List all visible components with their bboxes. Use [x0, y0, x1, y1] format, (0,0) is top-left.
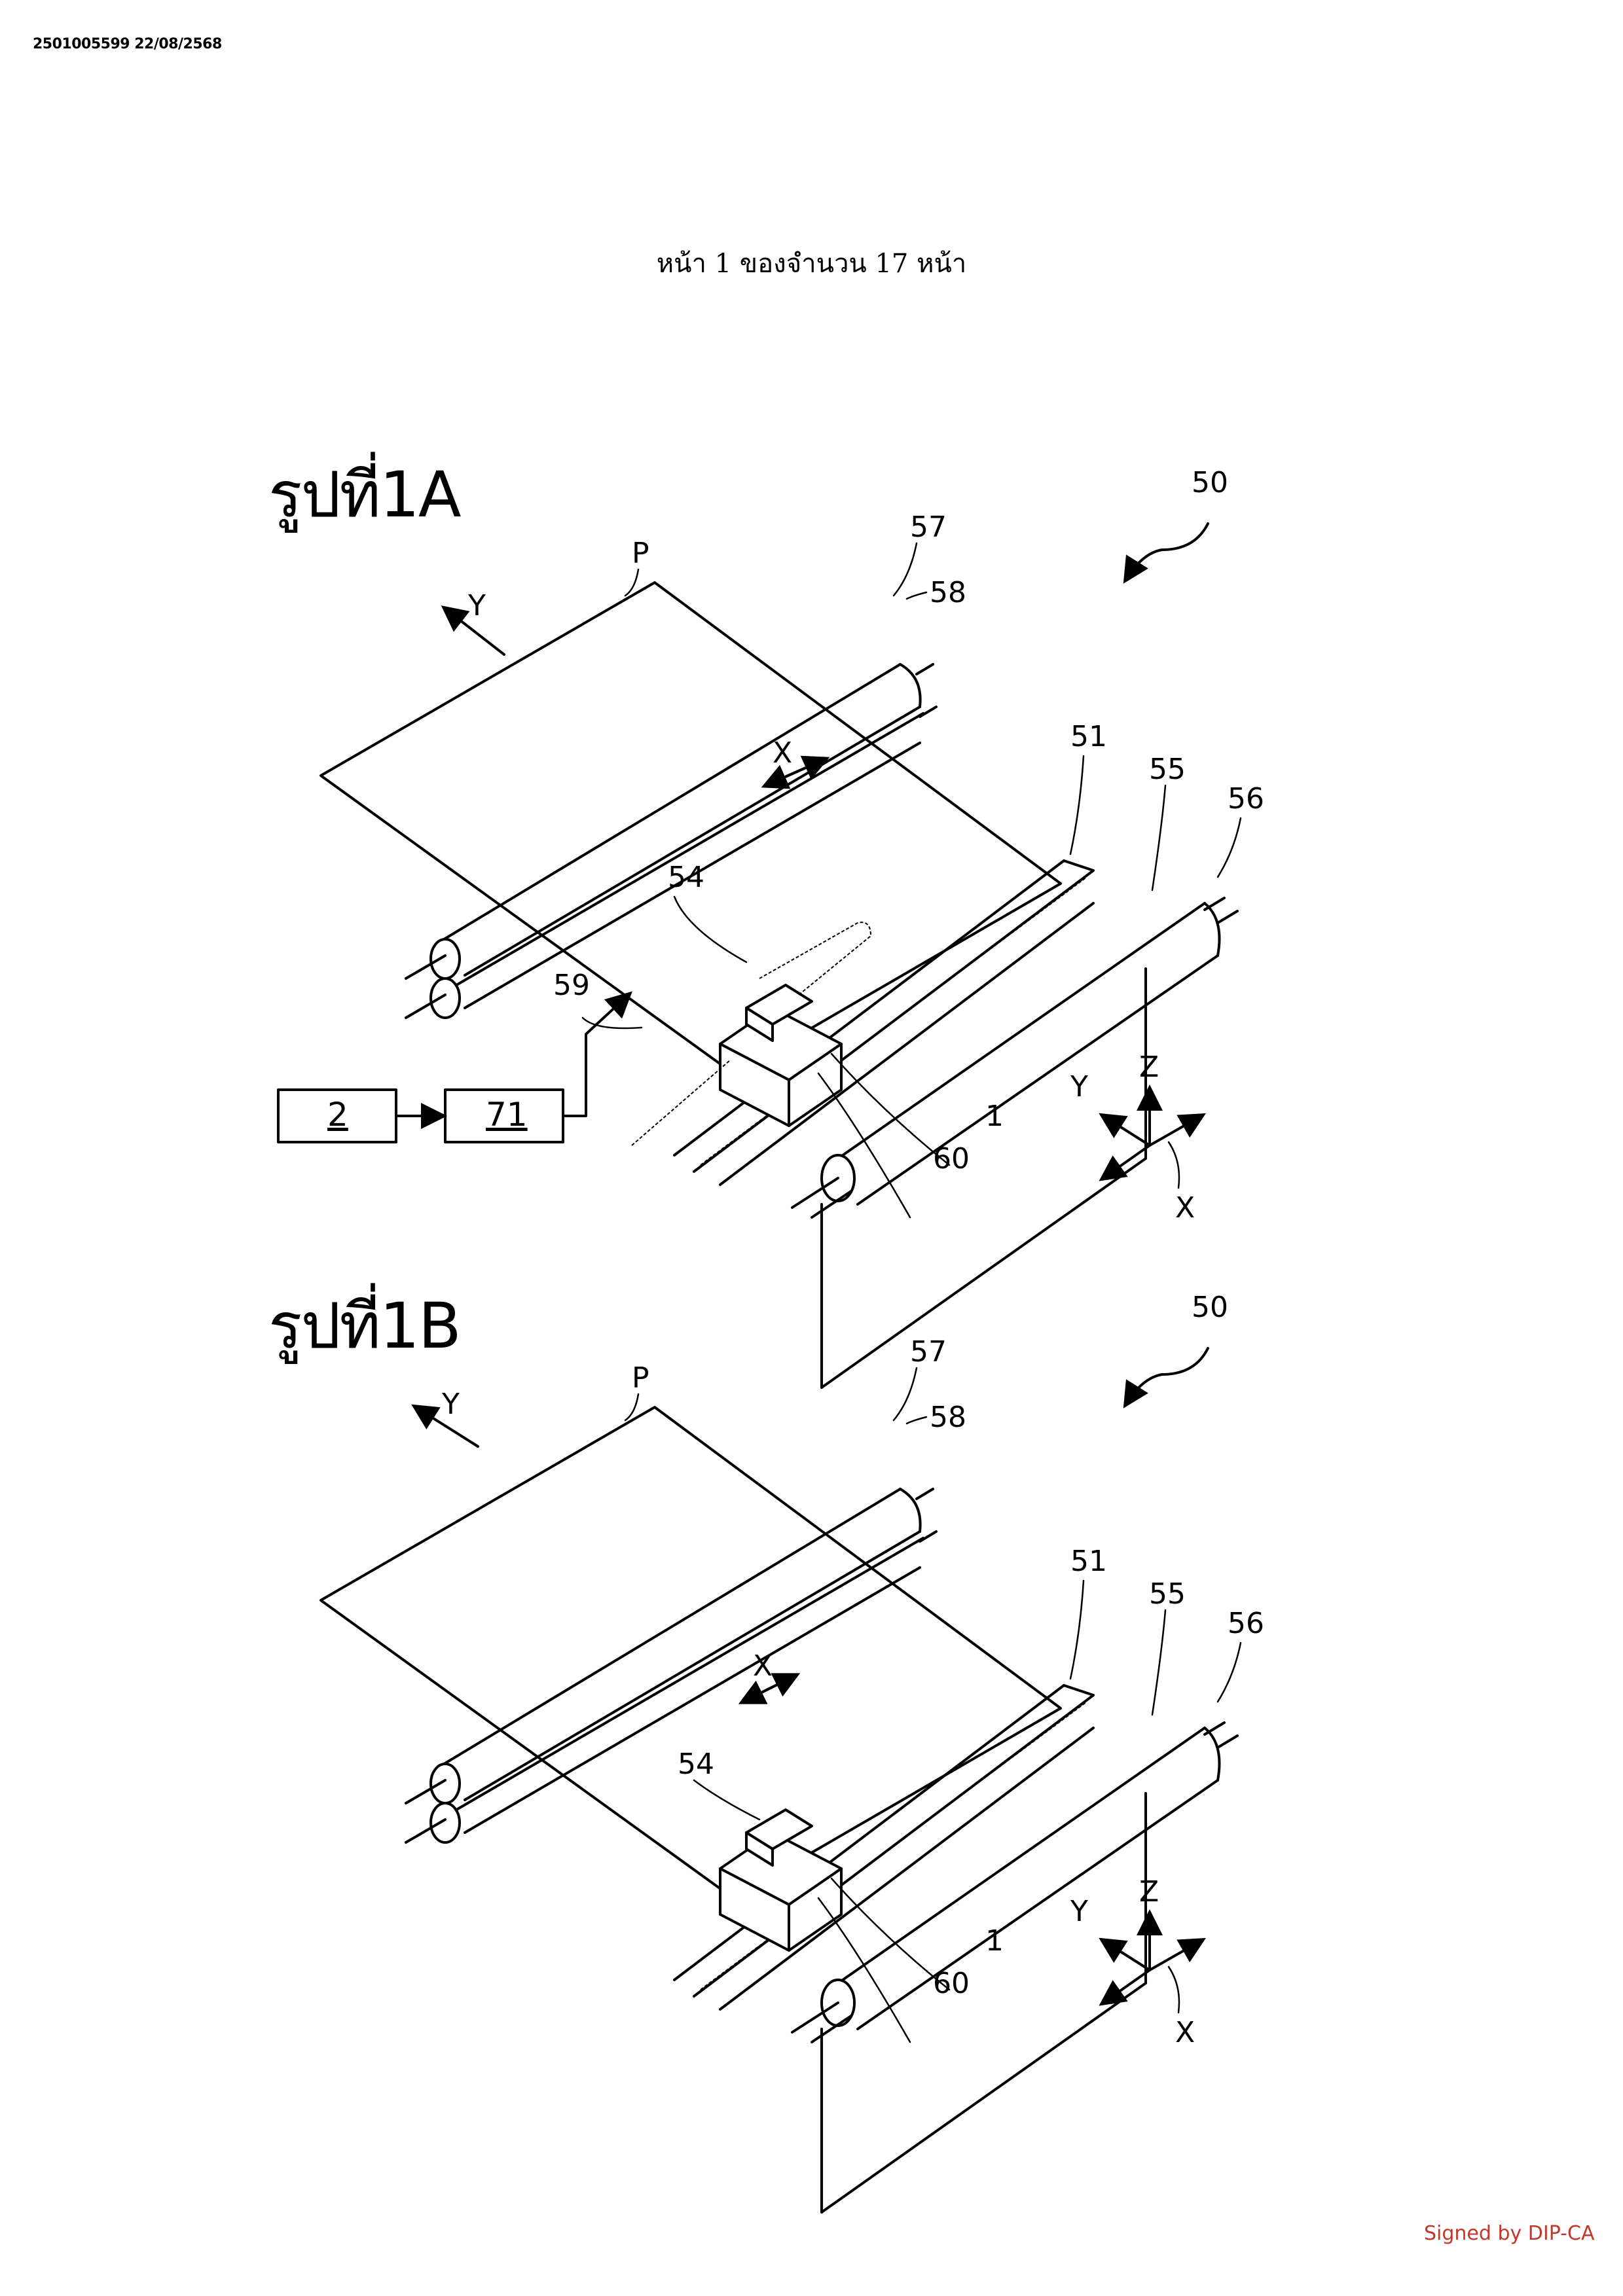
- label-roller-57: 57: [910, 1335, 947, 1369]
- label-carriage-54: 54: [668, 861, 704, 894]
- y-feed-arrow: [441, 605, 505, 656]
- y-feed-arrow: [411, 1404, 479, 1448]
- axis-z-label: Z: [1139, 1050, 1159, 1084]
- guide-rail: [673, 1684, 1095, 2011]
- label-roller-56: 56: [1228, 1607, 1264, 1640]
- page-counter: หน้า 1 ของจำนวน 17 หน้า: [656, 249, 967, 279]
- label-guide-rail-51: 51: [1070, 720, 1107, 753]
- upper-roller-pair: [405, 1488, 938, 1844]
- lower-roller-assembly: [791, 1721, 1239, 2214]
- block-71-label: 71: [486, 1096, 528, 1134]
- block-2: [277, 1088, 397, 1143]
- label-sheet-p: P: [632, 1361, 649, 1395]
- figure-1b-title: รูปที่1B: [268, 1289, 462, 1363]
- label-y-feed: Y: [441, 1388, 460, 1421]
- label-y-feed: Y: [467, 589, 486, 622]
- figure-1a-svg: P 50 57 58 51 55 56 54 59 1 60 Y X Z Y X…: [277, 466, 1264, 1389]
- figure-1a-title: รูปที่1A: [268, 458, 462, 531]
- sheet-p: [319, 1406, 1062, 1899]
- axis-y-label: Y: [1070, 1070, 1088, 1103]
- cable-59: [631, 1060, 731, 1146]
- label-x-scan: X: [753, 1649, 773, 1683]
- label-roller-57: 57: [910, 511, 947, 544]
- carriage-54: [719, 922, 872, 1127]
- label-roller-56: 56: [1228, 782, 1264, 816]
- label-sheet-p: P: [632, 537, 649, 570]
- label-roller-58: 58: [930, 1401, 966, 1434]
- axis-z-label: Z: [1139, 1875, 1159, 1909]
- block-diagram: 2 71: [277, 991, 632, 1143]
- label-apparatus-50: 50: [1192, 466, 1228, 499]
- label-guide-rail-51: 51: [1070, 1545, 1107, 1578]
- block-71: [444, 1088, 564, 1143]
- label-cable-59: 59: [553, 969, 590, 1002]
- block-2-label: 2: [327, 1096, 348, 1134]
- axis-x-label: X: [1175, 1191, 1195, 1225]
- coordinate-axes-icon: Z Y X: [1070, 1050, 1206, 1225]
- sheet-p: [319, 581, 1062, 1075]
- label-roller-55: 55: [1149, 1577, 1186, 1611]
- digital-signature: Signed by DIP-CA: [1424, 2222, 1595, 2245]
- document-id: 2501005599 22/08/2568: [33, 36, 222, 52]
- figure-1b-svg: P 50 57 58 51 55 56 54 1 60 Y X Z Y X: [319, 1291, 1264, 2214]
- label-platen-60: 60: [933, 1142, 970, 1175]
- label-carriage-54: 54: [678, 1748, 714, 1781]
- lower-roller-assembly: [791, 897, 1239, 1389]
- axis-x-label: X: [1175, 2016, 1195, 2049]
- label-roller-55: 55: [1149, 753, 1186, 786]
- figure-1a-drawing: P 50 57 58 51 55 56 54 59 1 60 Y X Z Y X…: [249, 466, 1322, 1389]
- upper-roller-pair: [405, 663, 938, 1019]
- label-roller-58: 58: [930, 576, 966, 609]
- guide-rail: [673, 859, 1095, 1186]
- coordinate-axes-icon: Z Y X: [1070, 1875, 1206, 2049]
- label-apparatus-50: 50: [1192, 1291, 1228, 1324]
- figure-1b-drawing: P 50 57 58 51 55 56 54 1 60 Y X Z Y X: [249, 1291, 1322, 2214]
- carriage-54: [719, 1808, 843, 1952]
- label-platen-60: 60: [933, 1967, 970, 2000]
- label-x-scan: X: [773, 736, 792, 770]
- label-head-1: 1: [985, 1924, 1004, 1958]
- label-head-1: 1: [985, 1100, 1004, 1133]
- axis-y-label: Y: [1070, 1895, 1088, 1928]
